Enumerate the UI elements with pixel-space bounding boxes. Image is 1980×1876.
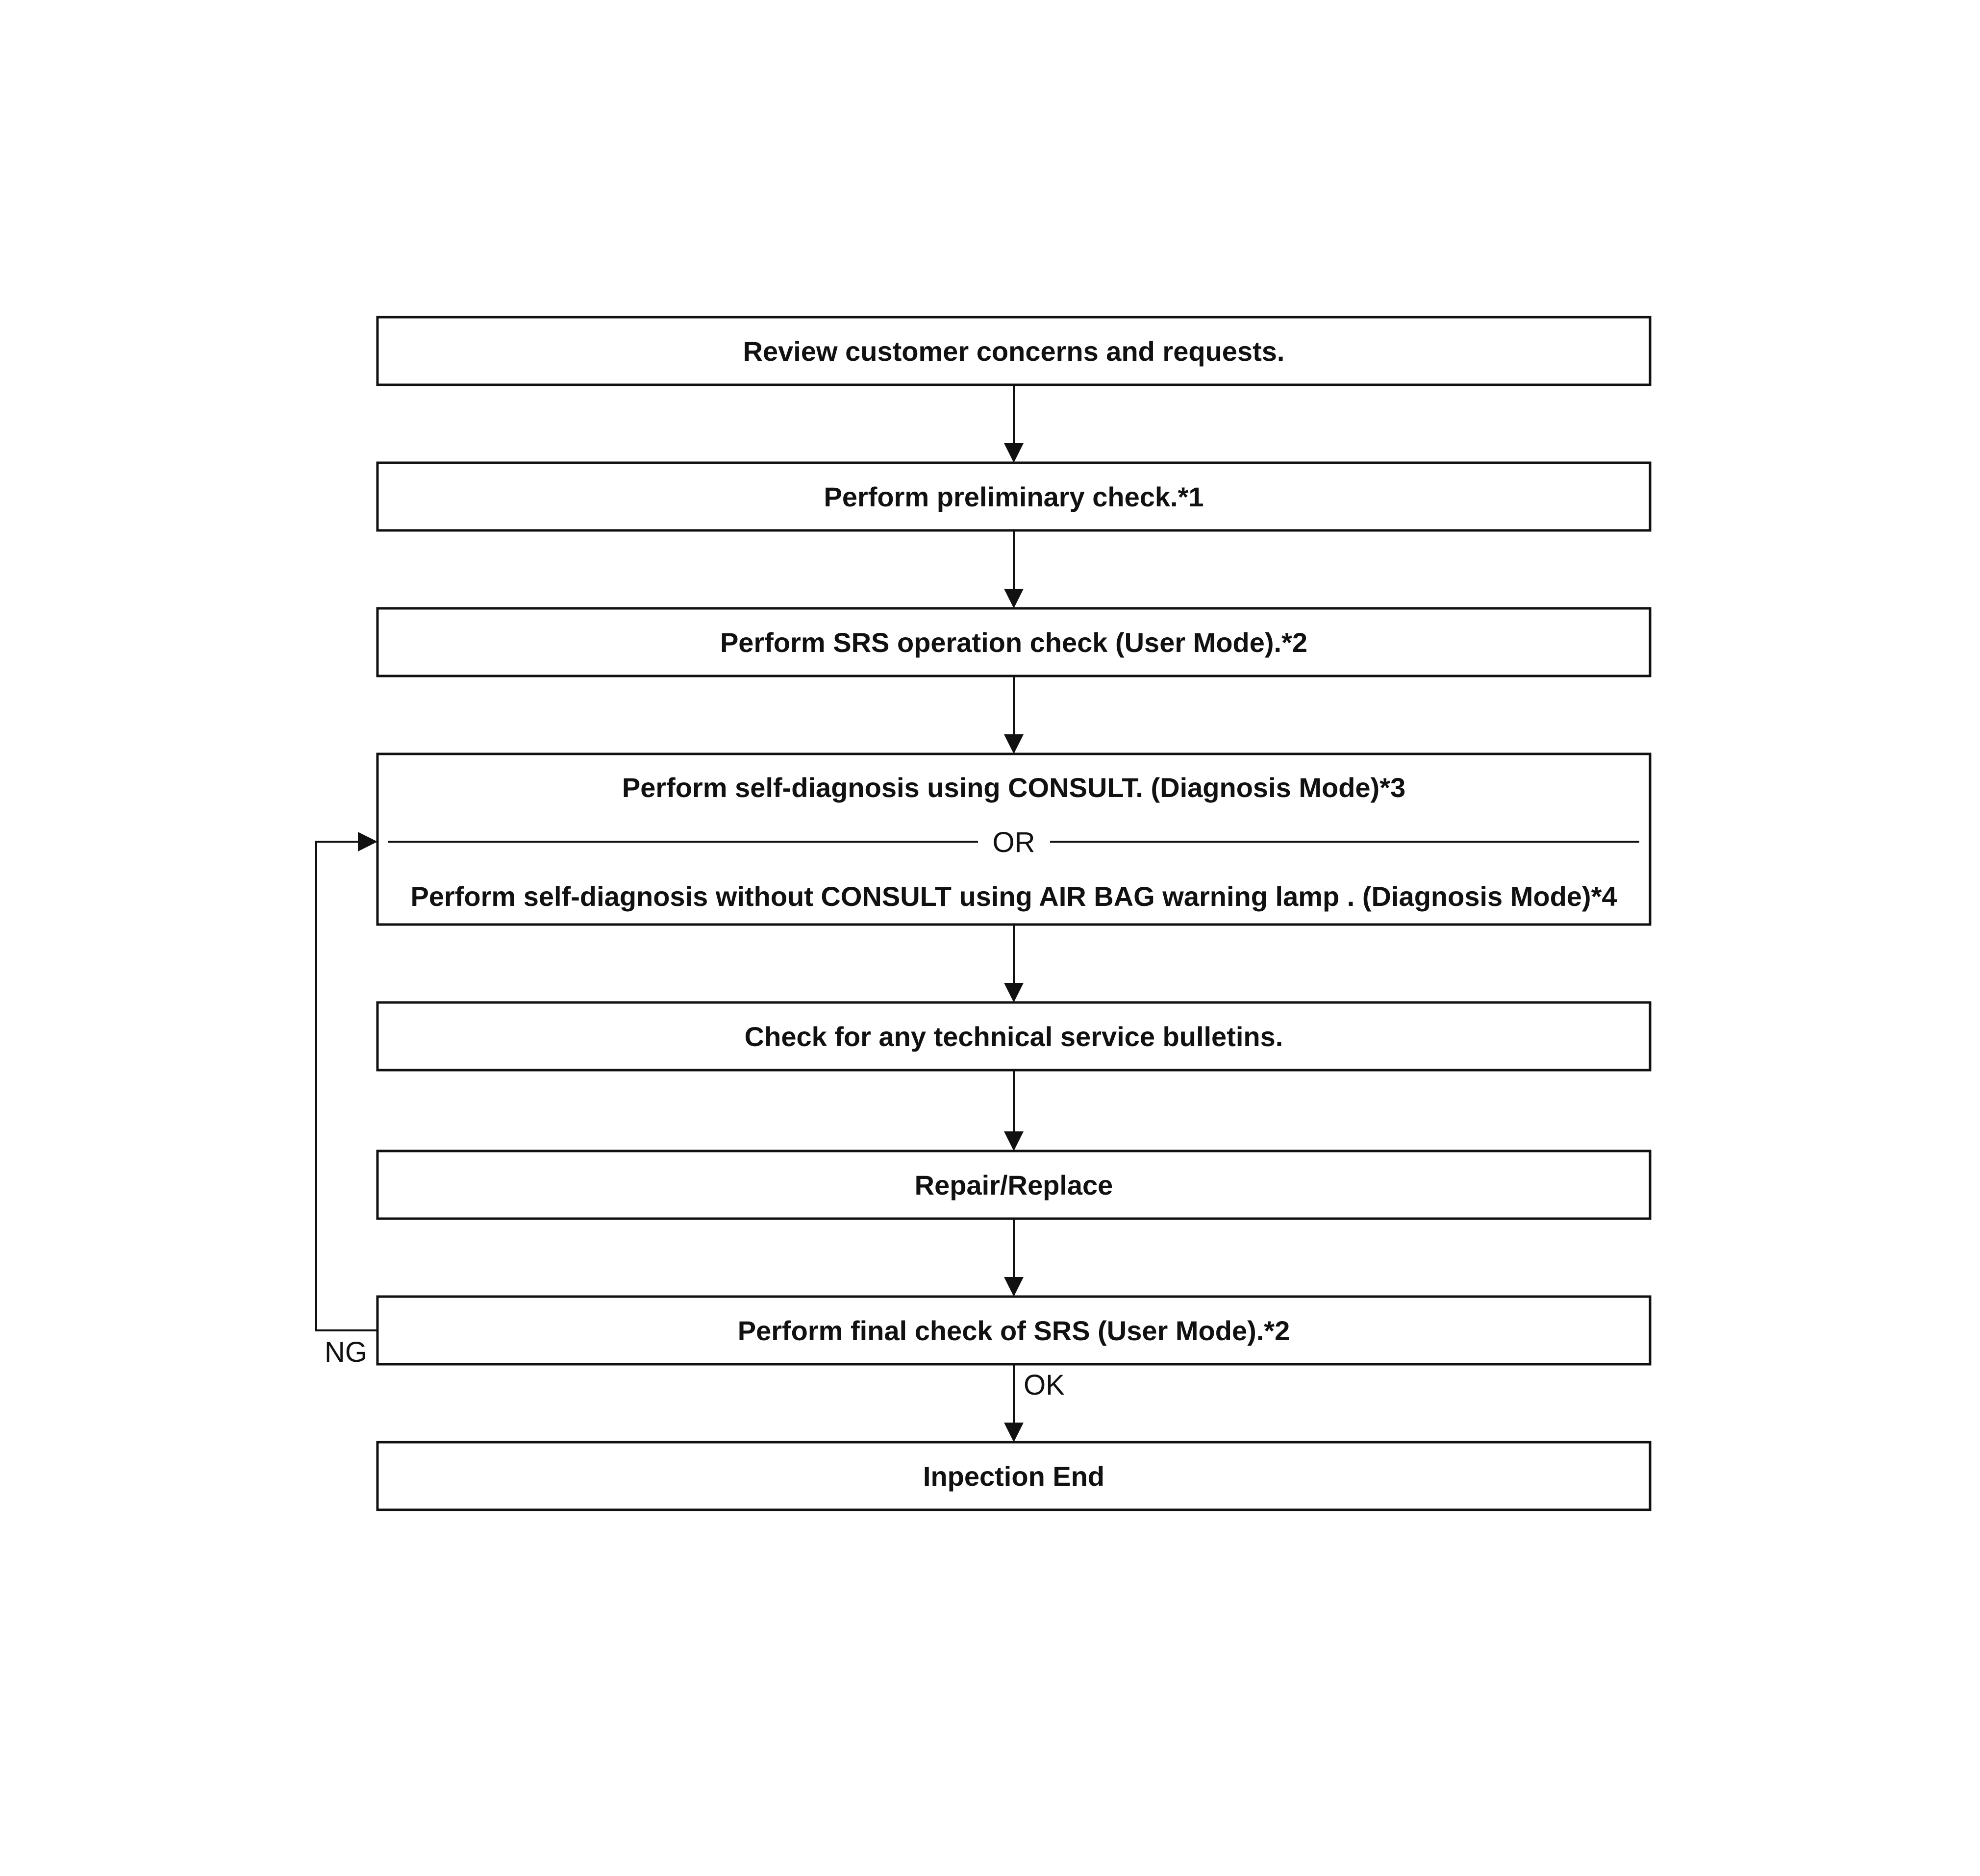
step-repair-replace: Repair/Replace [376, 1150, 1652, 1220]
diagnosis-option-warning-lamp: Perform self-diagnosis without CONSULT u… [410, 881, 1617, 912]
diagnosis-option-consult: Perform self-diagnosis using CONSULT. (D… [622, 772, 1405, 803]
step-final-check: Perform final check of SRS (User Mode).*… [376, 1295, 1652, 1366]
step-srs-operation-check: Perform SRS operation check (User Mode).… [376, 607, 1652, 677]
step-self-diagnosis: Perform self-diagnosis using CONSULT. (D… [376, 752, 1652, 926]
step-service-bulletins: Check for any technical service bulletin… [376, 1001, 1652, 1072]
step-repair-replace-label: Repair/Replace [915, 1170, 1113, 1201]
arrow-ng-loop [315, 832, 377, 1331]
step-review-concerns: Review customer concerns and requests. [376, 316, 1652, 386]
or-separator: OR [993, 826, 1035, 858]
step-preliminary-check: Perform preliminary check.*1 [376, 461, 1652, 532]
step-inspection-end: Inpection End [376, 1441, 1652, 1511]
step-inspection-end-label: Inpection End [923, 1461, 1104, 1492]
ok-label: OK [1024, 1369, 1065, 1401]
step-service-bulletins-label: Check for any technical service bulletin… [745, 1021, 1283, 1052]
step-srs-operation-check-label: Perform SRS operation check (User Mode).… [720, 627, 1307, 658]
step-final-check-label: Perform final check of SRS (User Mode).*… [738, 1315, 1290, 1346]
ng-label: NG [325, 1336, 367, 1368]
step-review-concerns-label: Review customer concerns and requests. [743, 336, 1285, 367]
step-preliminary-check-label: Perform preliminary check.*1 [824, 481, 1203, 512]
